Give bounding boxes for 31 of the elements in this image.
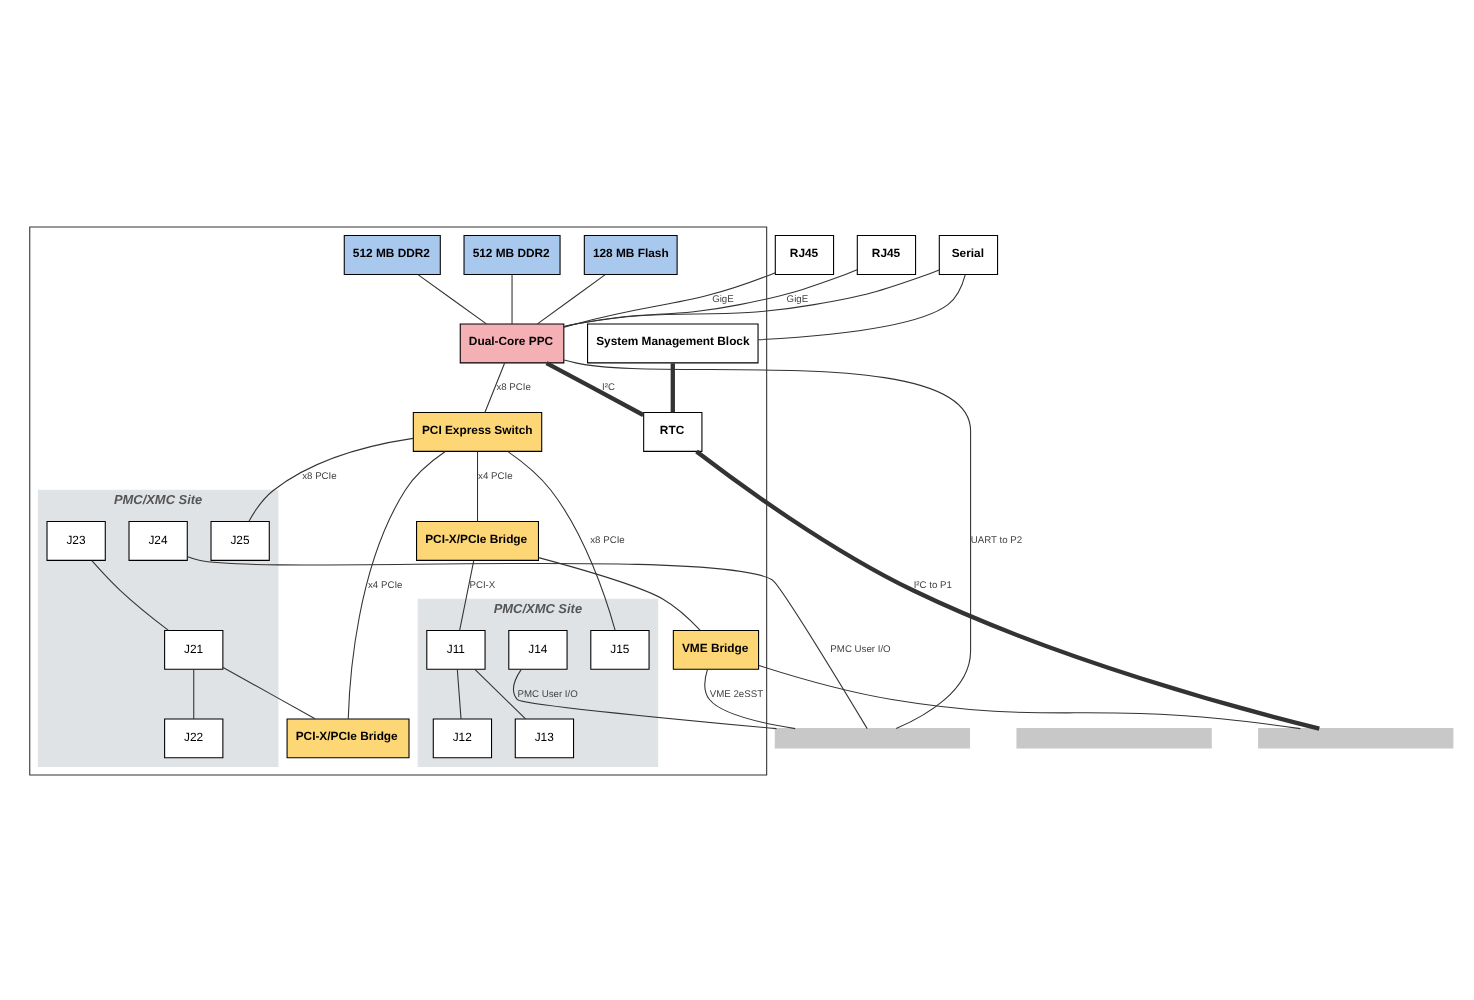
connector [417,273,487,324]
connector [545,360,645,416]
connector [563,271,776,327]
connector [347,450,446,719]
connector [538,556,701,630]
connector [563,358,972,729]
connector [695,448,1320,730]
connector [484,361,506,412]
connector [757,273,966,340]
connector [563,268,858,327]
connector [476,450,479,521]
connector [456,668,462,719]
connector [511,273,513,324]
connector [474,668,527,719]
connector [563,268,940,327]
connector [758,664,1301,729]
connector [222,665,316,719]
node-bar [1258,727,1454,748]
connector [193,668,195,719]
connector [91,559,169,630]
connector [670,362,675,412]
cluster [29,225,768,775]
connector [536,273,606,324]
connector [513,668,778,729]
connector [248,436,414,521]
node-bar [774,727,971,748]
connector [187,555,868,729]
connector [459,559,475,630]
connector [507,450,616,630]
connector [704,667,796,729]
node-bar [1016,727,1212,748]
